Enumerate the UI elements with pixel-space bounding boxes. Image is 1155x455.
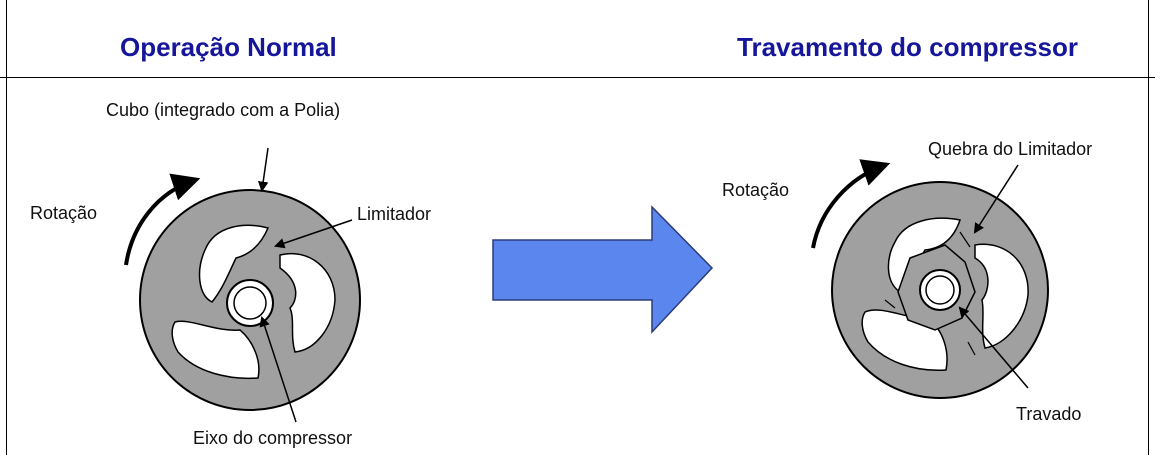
limiter-leader-line xyxy=(274,219,353,249)
limiter-label: Limitador xyxy=(357,204,432,224)
limiter-break-label: Quebra do Limitador xyxy=(928,139,1093,159)
normal-pulley-disc xyxy=(139,189,361,411)
hub-label: Cubo (integrado com a Polia) xyxy=(106,100,341,120)
rotation-label: Rotação xyxy=(30,203,98,223)
hub-leader-line xyxy=(257,147,269,193)
rotation-arrow-right xyxy=(811,159,891,249)
frame-left-border xyxy=(6,0,7,455)
rotation-arrow xyxy=(124,173,201,266)
locked-leader-line xyxy=(958,306,1029,389)
locked-label: Travado xyxy=(1016,404,1082,424)
rotation-label-right: Rotação xyxy=(722,180,790,200)
shaft-label: Eixo do compressor xyxy=(193,428,353,448)
shaft-leader-line xyxy=(259,316,297,423)
compressor-lock-title: Travamento do compressor xyxy=(737,32,1078,62)
locked-pulley-disc xyxy=(831,181,1049,399)
header-divider xyxy=(0,77,1155,78)
transition-arrow xyxy=(492,205,714,334)
normal-operation-title: Operação Normal xyxy=(120,32,337,62)
frame-right-border xyxy=(1148,0,1149,455)
limiter-break-leader-line xyxy=(973,164,1019,234)
